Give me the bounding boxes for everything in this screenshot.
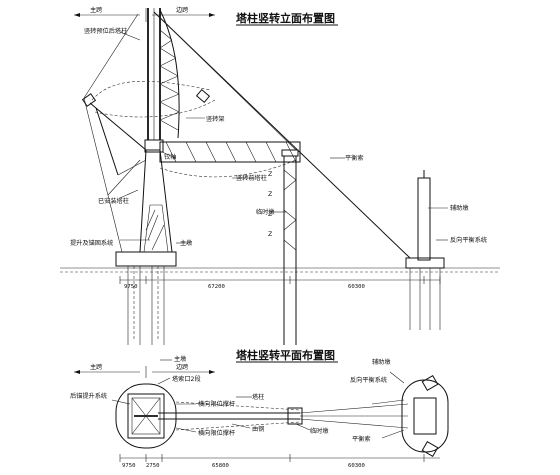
elevation-leaders xyxy=(119,31,448,244)
lift-struts xyxy=(81,13,211,253)
plan-dimension-line xyxy=(119,454,440,462)
horizontal-tower xyxy=(159,141,301,178)
plan-side-span-label: 边跨 xyxy=(176,363,189,371)
plan-dim-4: 60300 xyxy=(348,463,365,469)
plan-label-main-pier: 主墩 xyxy=(174,355,187,363)
plan-label-tower-cable-2: 塔索口2段 xyxy=(172,375,201,383)
elevation-view: 塔柱竖转立面布置图 主跨 边跨 xyxy=(60,6,500,345)
plan-dim-3: 65800 xyxy=(212,463,229,469)
plan-label-reverse-balance: 反向平衡系统 xyxy=(350,376,387,384)
auxiliary-pier xyxy=(405,170,445,330)
plan-label-aux-pier: 辅助墩 xyxy=(372,358,391,366)
elev-dim-3: 60300 xyxy=(348,284,365,290)
plan-main-span-label: 主跨 xyxy=(90,363,103,371)
label-tower-frame: 竖转架 xyxy=(206,115,225,123)
plan-tower-column xyxy=(158,401,409,431)
label-installed-tower: 已安装塔柱 xyxy=(98,197,129,205)
elev-dim-2: 67200 xyxy=(208,284,225,290)
temporary-pier: Z Z Z Z xyxy=(268,149,299,345)
balance-cable-elevation xyxy=(153,11,411,259)
plan-span-arrows xyxy=(74,366,215,378)
label-lift-anchor: 提升及锚固系统 xyxy=(70,239,113,247)
main-pier-foundation xyxy=(115,251,177,345)
label-rotated-tower: 竖转前塔柱 xyxy=(236,174,267,182)
plan-label-balance-cable: 平衡索 xyxy=(352,435,371,443)
elev-dim-1: 9750 xyxy=(124,284,137,290)
elevation-title: 塔柱竖转立面布置图 xyxy=(236,11,335,25)
plan-label-girder: 由钢 xyxy=(252,425,264,433)
plan-dim-2: 2750 xyxy=(146,463,159,469)
label-aux-pier: 辅助墩 xyxy=(450,204,469,212)
label-balance-cable: 平衡索 xyxy=(345,154,364,162)
plan-aux-pier xyxy=(401,374,449,458)
side-span-label: 边跨 xyxy=(176,6,189,14)
svg-text:Z: Z xyxy=(268,171,272,178)
plan-label-tower-column: 塔柱 xyxy=(252,393,264,401)
plan-label-temp-pier: 临时墩 xyxy=(310,427,329,435)
label-main-pier: 主墩 xyxy=(180,239,193,247)
rotation-arc xyxy=(91,81,211,101)
label-temp-pier: 临时墩 xyxy=(256,208,275,216)
label-preposition-tower: 竖转预位后塔柱 xyxy=(84,27,127,35)
svg-text:Z: Z xyxy=(268,191,272,198)
plan-label-lateral-brace-2: 横向限位撑杆 xyxy=(198,429,235,437)
rotation-arc-2 xyxy=(94,99,216,118)
plan-title: 塔柱竖转平面布置图 xyxy=(236,348,335,362)
elevation-dimension-line xyxy=(119,276,441,284)
plan-leaders xyxy=(111,359,405,439)
plan-dim-1: 9750 xyxy=(122,463,135,469)
svg-text:Z: Z xyxy=(268,211,272,218)
tower-frame-lattice xyxy=(159,29,180,131)
frame-tie xyxy=(153,11,297,151)
label-hinge: 铰轴 xyxy=(164,153,176,161)
label-reverse-balance: 反向平衡系统 xyxy=(450,236,487,244)
plan-label-rear-anchor-lift: 后锚提升系统 xyxy=(70,392,107,400)
svg-text:Z: Z xyxy=(268,231,272,238)
main-span-label: 主跨 xyxy=(90,6,103,14)
plan-label-lateral-brace: 横向限位撑杆 xyxy=(198,400,235,408)
plan-view: 塔柱竖转平面布置图 主跨 边跨 xyxy=(70,348,449,469)
plan-main-pier xyxy=(115,383,177,449)
